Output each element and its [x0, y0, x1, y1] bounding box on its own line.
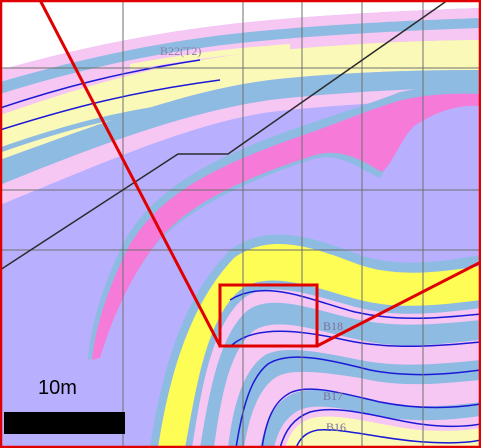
- yellow-upper-layer: [0, 40, 481, 160]
- label-b17: B17: [323, 389, 343, 403]
- section-line: [0, 0, 449, 271]
- scale-bar: [4, 412, 125, 434]
- scale-bar-label: 10m: [38, 377, 77, 399]
- label-b16: B16: [326, 420, 346, 434]
- yellow-thin-lens: [130, 44, 290, 70]
- label-b18: B18: [323, 319, 343, 333]
- callout-line-right: [316, 260, 481, 348]
- contact-line-b18: [231, 330, 481, 347]
- blue-stripe-1: [0, 95, 241, 153]
- blue-band-b18: [200, 302, 481, 448]
- yellow-band-bottom: [285, 416, 481, 448]
- contact-line-mid: [235, 356, 481, 448]
- blue-upper-band: [0, 18, 481, 94]
- contact-line-b18-top: [229, 289, 481, 319]
- pink-band-2: [214, 324, 481, 448]
- blue-band-b16: [260, 390, 481, 448]
- contact-line-2: [0, 79, 221, 131]
- contact-line-bottom: [295, 429, 481, 448]
- contact-line-1: [0, 59, 201, 109]
- callout-line-left: [38, 0, 222, 347]
- callout-box: [218, 283, 319, 348]
- blue-middle-band: [0, 70, 481, 185]
- pink-upper-layer: [0, 8, 481, 115]
- unmapped-area: [0, 0, 481, 70]
- magenta-lens: [92, 93, 481, 360]
- contact-line-b17: [261, 388, 481, 448]
- label-b22: B22(T2): [160, 44, 201, 58]
- contact-line-b16: [279, 408, 481, 448]
